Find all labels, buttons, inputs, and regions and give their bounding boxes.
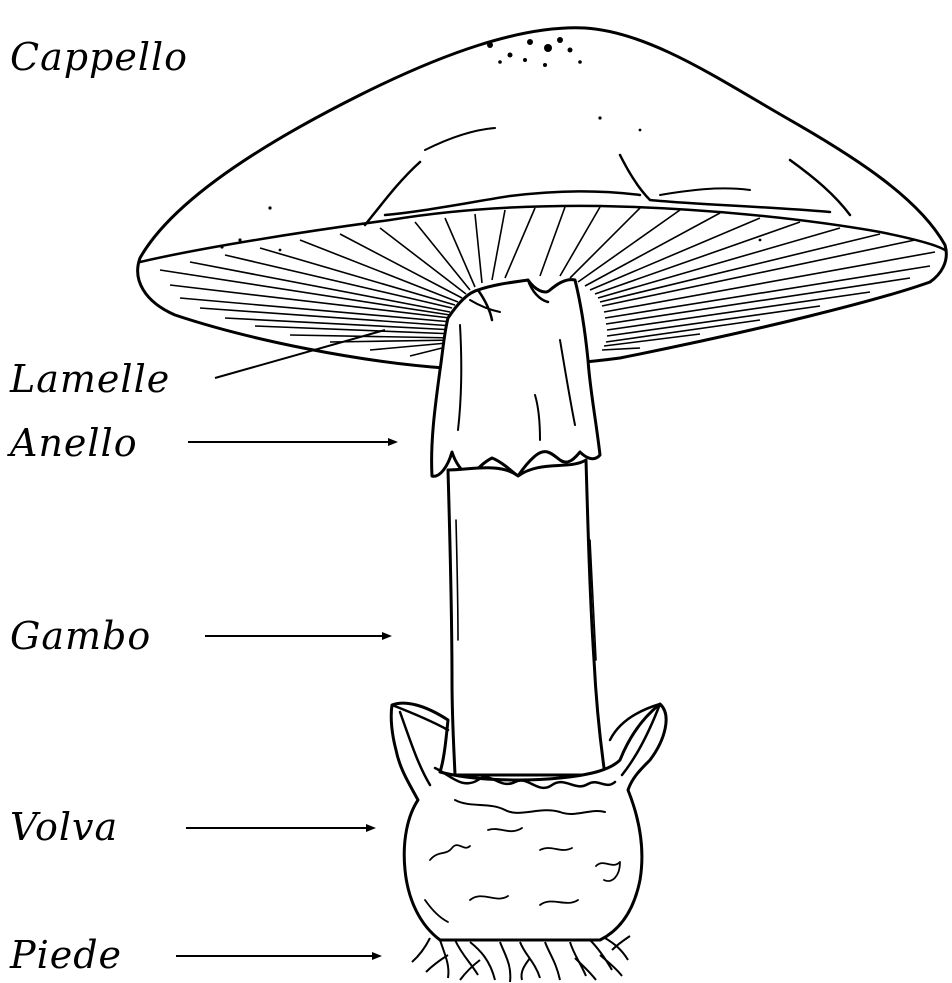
anello-arrow-head bbox=[388, 438, 398, 446]
gambo-arrow-head bbox=[382, 632, 392, 640]
piede-arrow-head bbox=[372, 952, 382, 960]
mushroom-ring bbox=[432, 280, 600, 478]
volva-arrow-head bbox=[366, 824, 376, 832]
mushroom-base bbox=[412, 936, 630, 982]
pointer-lines bbox=[176, 330, 398, 960]
label-lamelle: Lamelle bbox=[10, 360, 170, 398]
mushroom-stem bbox=[448, 460, 605, 775]
label-cappello: Cappello bbox=[10, 38, 188, 76]
label-volva: Volva bbox=[10, 808, 118, 846]
label-piede: Piede bbox=[10, 936, 122, 974]
label-gambo: Gambo bbox=[10, 617, 151, 655]
label-anello: Anello bbox=[10, 424, 138, 462]
